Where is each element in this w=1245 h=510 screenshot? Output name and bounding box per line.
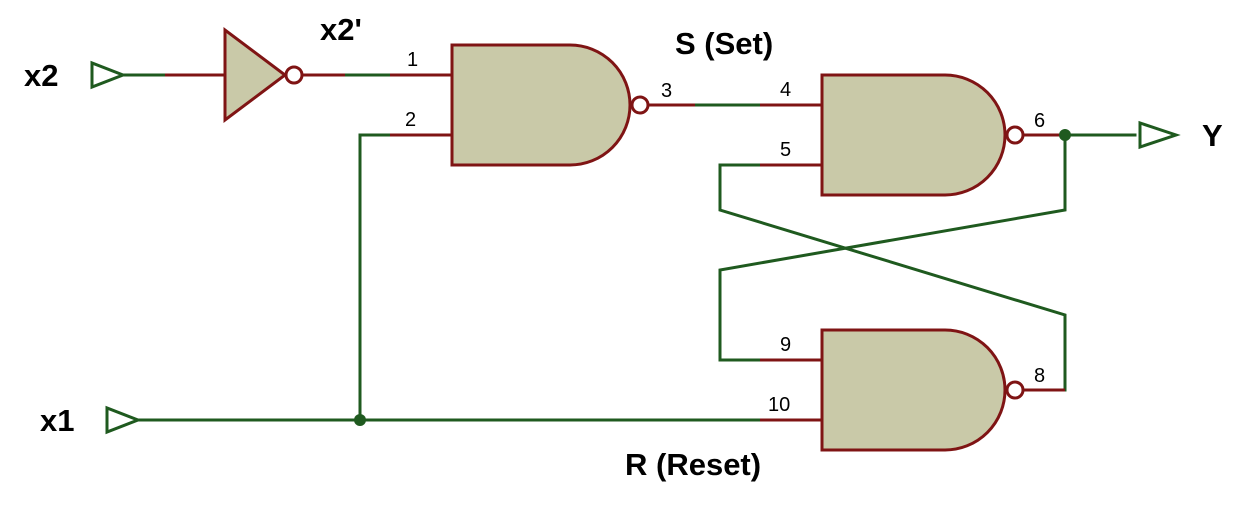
- pin-label-1: 1: [407, 49, 418, 71]
- input-port-x1: [105, 405, 143, 435]
- nand-gate-1-body: [450, 43, 632, 167]
- pin-label-8: 8: [1034, 365, 1045, 387]
- label-set: S (Set): [675, 26, 773, 61]
- not-gate: [223, 27, 304, 123]
- label-x2-inverted: x2': [320, 12, 362, 47]
- output-port-y: [1138, 120, 1181, 150]
- label-reset: R (Reset): [625, 447, 761, 482]
- nand-gate-1-bubble: [630, 95, 650, 115]
- not-gate-bubble: [284, 65, 304, 85]
- pin-label-6: 6: [1034, 110, 1045, 132]
- pin-label-2: 2: [405, 109, 416, 131]
- not-gate-body: [223, 27, 288, 123]
- nand-gate-3: [820, 328, 1025, 452]
- label-y: Y: [1202, 118, 1223, 153]
- nand-gate-3-bubble: [1005, 380, 1025, 400]
- junction-x1: [354, 414, 366, 426]
- label-x1: x1: [40, 403, 74, 438]
- nand-gate-1: [450, 43, 650, 167]
- pin-label-9: 9: [780, 334, 791, 356]
- nand-gate-2-body: [820, 73, 1007, 197]
- wire-feedback-to-pin9: [718, 133, 1067, 362]
- pin-label-4: 4: [780, 79, 791, 101]
- nand-gate-2: [820, 73, 1025, 197]
- pin-label-10: 10: [768, 394, 790, 416]
- label-x2: x2: [24, 58, 58, 93]
- pin-label-3: 3: [661, 80, 672, 102]
- junction-y: [1059, 129, 1071, 141]
- nand-gate-2-bubble: [1005, 125, 1025, 145]
- input-port-x2: [90, 60, 128, 90]
- nand-gate-3-body: [820, 328, 1007, 452]
- pin-label-5: 5: [780, 139, 791, 161]
- pin-leads: [165, 73, 1065, 422]
